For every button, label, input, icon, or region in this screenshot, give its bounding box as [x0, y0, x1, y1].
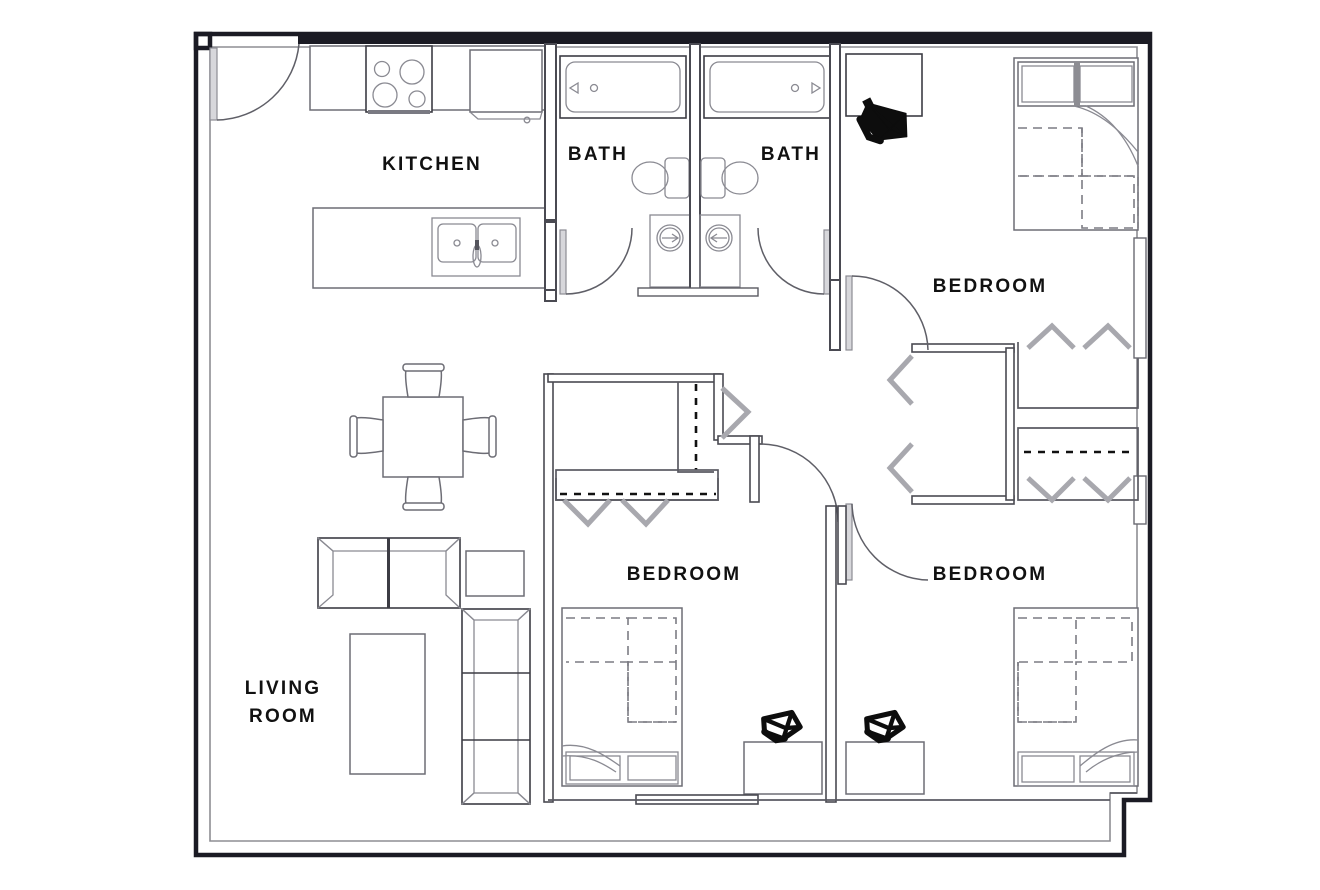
bath-center-partition [689, 43, 701, 295]
shelving-unit [461, 608, 531, 805]
dining-table [382, 396, 464, 478]
hall-door-bottom-right-bedroom[interactable] [886, 442, 914, 494]
bathtub-left [559, 55, 687, 119]
bedroom-middle-right-partition [825, 505, 847, 803]
dining-set [349, 363, 497, 511]
main-entry-door[interactable] [209, 43, 300, 121]
label-living-room-line2: ROOM [249, 706, 317, 727]
right-wall-windows [1133, 237, 1147, 525]
kitchen-bath-partition [544, 43, 557, 302]
dining-chair-bottom [402, 476, 445, 511]
bath-left-door[interactable] [559, 227, 633, 295]
vanity-right [699, 214, 741, 288]
partition-wall [825, 505, 837, 803]
central-hall-walls [829, 279, 1015, 505]
desk-bottom-right [845, 741, 925, 795]
coffee-table [349, 633, 426, 775]
sofa [317, 537, 461, 609]
bedroom-bottom-right-area [845, 607, 1139, 795]
bath-right-area [637, 55, 831, 297]
dining-chair-right [462, 415, 497, 458]
refrigerator [469, 49, 543, 124]
desk-middle [743, 741, 823, 795]
desk-chair-top-right [856, 97, 908, 145]
bath-threshold [637, 287, 759, 297]
bath-left-area [559, 55, 691, 295]
range-cooktop [365, 45, 433, 114]
kitchen-island [312, 207, 546, 289]
living-room-area [317, 363, 531, 805]
side-table [465, 550, 525, 597]
bed-bottom-right [1013, 607, 1139, 787]
label-bath-left: BATH [568, 144, 628, 165]
bathtub-right [703, 55, 831, 119]
desk-chair-middle [761, 709, 803, 744]
label-bedroom-top-right: BEDROOM [933, 276, 1048, 297]
bedroom-middle-left-wall [543, 373, 554, 803]
top-wall-band [298, 34, 1150, 44]
bed-top-right [1013, 57, 1139, 231]
closet-top-right[interactable] [1017, 322, 1139, 409]
dining-chair-left [349, 415, 384, 458]
bed-middle [561, 607, 683, 787]
desk-chair-bottom-right [864, 709, 906, 744]
hall-door-top-right-bedroom[interactable] [886, 354, 914, 406]
label-bath-right: BATH [761, 144, 821, 165]
toilet-right [700, 157, 759, 199]
closet-hall-middle[interactable] [677, 382, 752, 473]
bottom-wall-details [548, 792, 1137, 805]
label-bedroom-bottom-right: BEDROOM [933, 564, 1048, 585]
kitchen-double-sink [431, 217, 521, 277]
room-labels: KITCHEN BATH BATH BEDROOM BEDROOM BEDROO… [245, 144, 1048, 727]
label-kitchen: KITCHEN [382, 154, 482, 175]
bedroom-top-right-door[interactable] [845, 275, 929, 351]
closet-bedroom-middle[interactable] [555, 469, 719, 528]
dining-chair-top [402, 363, 445, 398]
bedroom-middle-top-wall [547, 373, 721, 383]
bedroom-middle-area [543, 373, 839, 803]
bedroom-top-right-area [845, 53, 1139, 409]
top-wall [298, 34, 1150, 44]
desk-top-right [845, 53, 923, 117]
label-bedroom-middle: BEDROOM [627, 564, 742, 585]
closet-shared-right[interactable] [1017, 427, 1139, 504]
label-living-room-line1: LIVING [245, 678, 322, 699]
window-upper-right [1133, 237, 1147, 359]
